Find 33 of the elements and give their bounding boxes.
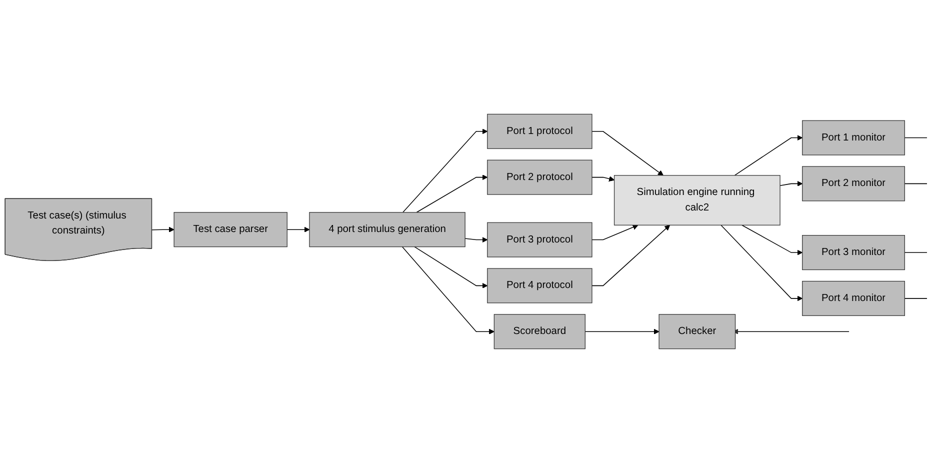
node-box: Test case parser — [174, 212, 288, 248]
node-box: Port 2 protocol — [487, 160, 592, 195]
node-box: 4 port stimulus generation — [309, 212, 466, 248]
arrow — [720, 224, 803, 302]
node-box: Simulation engine running calc2 — [614, 175, 780, 226]
connector — [904, 252, 928, 253]
node-box: Checker — [658, 314, 736, 350]
node-box: Scoreboard — [494, 314, 586, 350]
arrow — [592, 224, 670, 286]
arrow — [734, 134, 803, 176]
arrow — [402, 128, 488, 213]
arrow — [416, 174, 488, 213]
node-box: Port 4 protocol — [487, 268, 592, 304]
arrow — [592, 224, 638, 240]
node-box: Port 2 monitor — [802, 166, 905, 202]
node-box: Port 1 monitor — [802, 120, 905, 156]
arrow — [592, 131, 664, 176]
connector — [904, 137, 928, 138]
arrow — [464, 236, 488, 243]
arrow — [584, 328, 660, 334]
arrow — [592, 176, 615, 182]
arrow — [742, 224, 803, 256]
connector — [904, 298, 928, 299]
connector — [904, 183, 928, 184]
arrow — [414, 246, 488, 288]
node-box: Port 3 monitor — [802, 235, 905, 270]
node-box: Port 1 protocol — [487, 114, 592, 149]
arrow — [286, 226, 310, 232]
node-box: Port 3 protocol — [487, 222, 592, 258]
arrow — [402, 246, 494, 334]
arrow — [780, 180, 803, 186]
arrow — [152, 226, 174, 232]
node-box: Port 4 monitor — [802, 280, 905, 316]
